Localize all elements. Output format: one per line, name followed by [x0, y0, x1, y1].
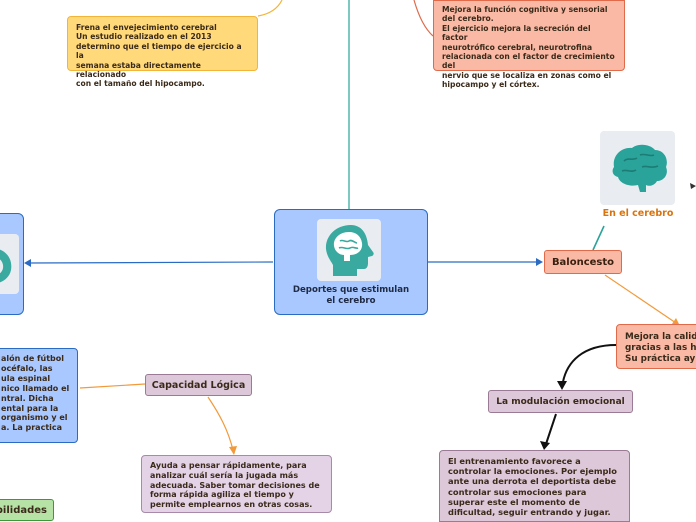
note-line: Frena el envejecimiento cerebral: [76, 23, 217, 32]
note-cognitive-function[interactable]: Mejora la función cognitiva y sensorial …: [433, 0, 625, 89]
note-line: Un estudio realizado en el 2013: [76, 32, 212, 42]
note-line: Su práctica ay: [625, 353, 696, 364]
arrowhead-left: [24, 259, 31, 267]
head-brain-icon: [325, 225, 374, 276]
note-line: relacionada con el factor de crecimiento…: [442, 52, 615, 71]
note-brain-aging[interactable]: Frena el envejecimiento cerebral Un estu…: [67, 16, 258, 88]
connector-basketball-quality: [604, 274, 677, 324]
arrowhead-right-edge: [690, 183, 696, 189]
brain-icon: [612, 144, 667, 192]
left-topic-node[interactable]: [0, 213, 24, 315]
note-line: del cerebro.: [442, 14, 494, 24]
note-line: a. La practica: [1, 423, 63, 433]
note-line: con el tamaño del hipocampo.: [76, 79, 205, 89]
note-football[interactable]: alón de fútbol océfalo, las ula espinal …: [0, 348, 78, 443]
central-topic-node[interactable]: Deportes que estimulan el cerebro: [274, 209, 428, 315]
central-icon-tile: [317, 219, 381, 281]
note-quality[interactable]: Mejora la calid gracias a las h Su práct…: [616, 324, 696, 369]
note-line: Ayuda a pensar rápidamente, para: [150, 461, 307, 470]
note-line: organismo y el: [1, 413, 68, 423]
note-decision-making[interactable]: Ayuda a pensar rápidamente, para analiza…: [141, 455, 332, 513]
connector-aging-note: [257, 0, 283, 17]
note-line: forma rápida agiliza el tiempo y: [150, 490, 294, 500]
note-line: gracias a las h: [625, 342, 696, 353]
note-emotions[interactable]: El entrenamiento favorece a controlar la…: [439, 450, 630, 522]
central-topic-title: Deportes que estimulan el cerebro: [275, 285, 427, 306]
emotional-modulation-node[interactable]: La modulación emocional: [488, 390, 633, 413]
note-line: superar este el momento de: [448, 496, 581, 507]
skills-label: bilidades: [0, 504, 47, 516]
head-brain-icon: [0, 249, 12, 283]
note-line: adecuada. Saber tomar decisiones de: [150, 480, 320, 490]
arrowhead-decision: [229, 446, 237, 455]
skills-node[interactable]: bilidades: [0, 499, 54, 521]
arrowhead-emotional: [557, 381, 567, 390]
note-line: ante una derrota el deportista debe: [448, 476, 617, 487]
note-line: neurotrófico cerebral, neurotrofina: [442, 42, 593, 52]
basketball-node[interactable]: Baloncesto: [544, 250, 622, 274]
note-line: controlar la emociones. Por ejemplo: [448, 466, 617, 477]
note-line: alón de fútbol: [1, 354, 65, 363]
note-line: permite emplearnos en otras cosas.: [150, 500, 313, 510]
logical-capacity-node[interactable]: Capacidad Lógica: [145, 374, 252, 396]
central-title-line: el cerebro: [326, 295, 376, 306]
basketball-label: Baloncesto: [551, 256, 615, 268]
connector-emotional-note: [545, 413, 557, 445]
connector-cognitive-note: [413, 0, 434, 37]
note-line: nico llamado el: [1, 383, 70, 393]
brain-label: En el cerebro: [602, 208, 674, 219]
note-line: océfalo, las: [1, 363, 53, 373]
note-line: semana estaba directamente relacionado: [76, 60, 201, 80]
note-line: hipocampo y el córtex.: [442, 80, 540, 90]
arrowhead-basketball: [536, 258, 543, 266]
central-title-line: Deportes que estimulan: [292, 285, 410, 295]
logic-label: Capacidad Lógica: [151, 379, 246, 391]
connector-logic-decision: [207, 396, 234, 451]
note-line: ula espinal: [1, 373, 51, 383]
connector-basketball-brain: [592, 225, 605, 251]
note-line: El ejercicio mejora la secreción del fac…: [442, 23, 591, 43]
note-line: ental para la: [1, 403, 59, 413]
emotional-label: La modulación emocional: [496, 396, 625, 407]
connector-logic-football: [79, 383, 146, 389]
note-line: determino que el tiempo de ejercicio a l…: [76, 41, 242, 61]
arrowhead-emotions: [540, 441, 550, 450]
note-line: analizar cuál sería la jugada más: [150, 470, 299, 480]
note-line: El entrenamiento favorece a: [448, 456, 581, 466]
connector-center-left: [27, 261, 274, 264]
note-line: ntral. Dicha: [1, 393, 54, 403]
connector-quality-emotional: [561, 344, 617, 389]
note-line: nervio que se localiza en zonas como el: [442, 70, 612, 80]
brain-image-node[interactable]: [600, 131, 675, 205]
left-topic-icon-tile: [0, 234, 19, 294]
note-line: dificultad, seguir entrando y jugar.: [448, 507, 611, 518]
note-line: controlar sus emociones para: [448, 486, 587, 497]
note-line: Mejora la calid: [625, 332, 696, 342]
note-line: Mejora la función cognitiva y sensorial: [442, 5, 608, 14]
